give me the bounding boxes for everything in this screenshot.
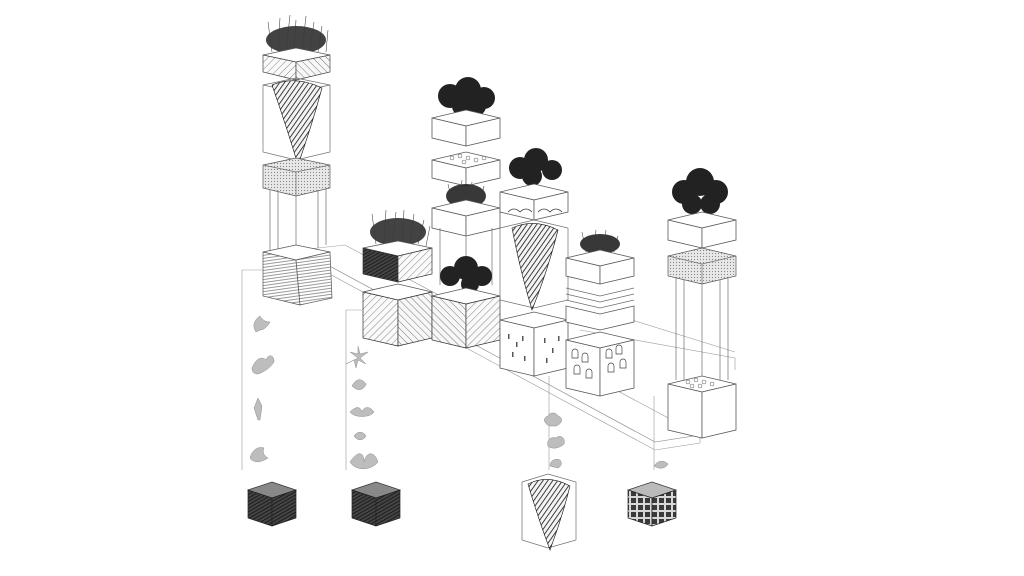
frame-module bbox=[667, 247, 737, 285]
frame-module bbox=[262, 157, 331, 197]
textured-cube bbox=[362, 283, 433, 347]
foliage-planter bbox=[431, 77, 501, 147]
woven-cone bbox=[262, 77, 331, 166]
grass-icon bbox=[253, 397, 263, 421]
woven-cone bbox=[499, 219, 569, 311]
bird-icon bbox=[249, 447, 269, 462]
perforated-cube bbox=[499, 311, 569, 377]
foliage-planter bbox=[440, 256, 492, 293]
mushroom-icon bbox=[549, 459, 562, 469]
foliage-planter bbox=[499, 148, 569, 221]
dense-weave-cube bbox=[246, 481, 298, 527]
cutout-cube bbox=[565, 331, 635, 397]
bee-icon bbox=[351, 379, 367, 390]
tower-e bbox=[565, 229, 635, 397]
fern-icon bbox=[253, 315, 271, 333]
snail-icon bbox=[353, 432, 367, 440]
tower-a bbox=[262, 14, 333, 306]
foliage-planter bbox=[431, 179, 501, 237]
foliage-planter bbox=[565, 229, 635, 285]
pebble-tray bbox=[431, 151, 501, 187]
dense-weave-cube bbox=[350, 481, 402, 527]
tower-d bbox=[499, 148, 569, 377]
tower-f bbox=[667, 168, 737, 439]
textured-cube bbox=[431, 287, 501, 349]
legend-2 bbox=[345, 345, 402, 527]
foliage-planter bbox=[262, 14, 331, 81]
foliage-planter bbox=[667, 168, 737, 249]
butterfly-icon bbox=[349, 453, 379, 469]
legend-3 bbox=[521, 412, 577, 551]
pebble-base bbox=[667, 375, 737, 439]
moth-icon bbox=[349, 407, 375, 417]
striped-base bbox=[262, 244, 333, 306]
tower-b bbox=[362, 209, 433, 347]
woven-cone bbox=[521, 473, 577, 551]
foliage-planter bbox=[362, 209, 433, 283]
insect-icon bbox=[345, 345, 369, 369]
carved-cube bbox=[626, 481, 678, 527]
legend-1 bbox=[246, 315, 298, 527]
slatted-module bbox=[565, 287, 635, 331]
succulent-icon bbox=[544, 412, 562, 427]
small-bird-icon bbox=[653, 461, 669, 469]
flower-icon bbox=[251, 355, 275, 375]
shrub-icon bbox=[547, 436, 565, 449]
tower-c bbox=[431, 77, 501, 349]
legend-4 bbox=[626, 461, 678, 527]
